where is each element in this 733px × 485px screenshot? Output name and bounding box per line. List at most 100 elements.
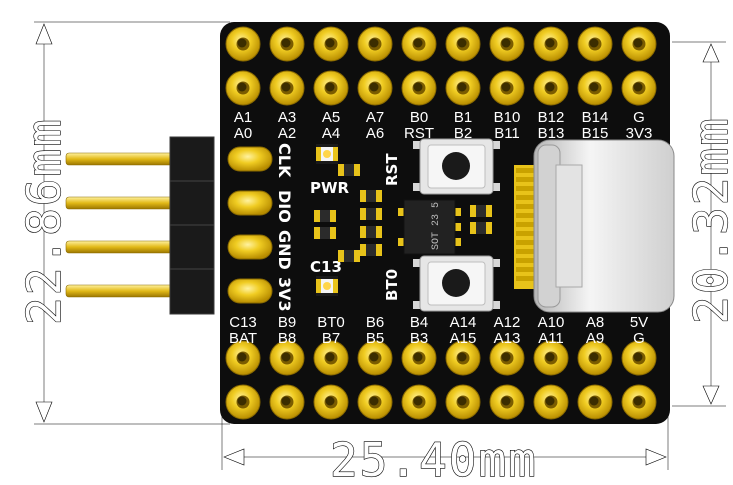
pin-header: [65, 136, 215, 315]
pad: [445, 384, 481, 420]
header-pin: [65, 152, 179, 166]
pad: [577, 26, 613, 62]
pad: [621, 384, 657, 420]
usb-contact: [516, 186, 542, 191]
pin-label: A5: [322, 109, 340, 126]
voltage-regulator: SOT 23 5: [398, 199, 461, 255]
bt0-button[interactable]: [413, 255, 500, 312]
pin-label: B7: [322, 330, 340, 347]
smd-component: [360, 226, 382, 238]
pad: [313, 70, 349, 106]
smd-component: [314, 227, 336, 239]
pin-label: B0: [410, 109, 428, 126]
pin-label: 3V3: [626, 125, 653, 142]
pin-label: A15: [450, 330, 477, 347]
pad: [401, 70, 437, 106]
pad: [357, 26, 393, 62]
pad: [225, 384, 261, 420]
usb-contact: [516, 249, 542, 254]
usb-contact: [516, 177, 542, 182]
pad: [489, 26, 525, 62]
pad: [269, 340, 305, 376]
pad-grid: [225, 26, 657, 420]
pad: [533, 26, 569, 62]
top-pin-labels: A1A0A3A2A5A4A7A6B0RSTB1B2B10B11B12B13B14…: [234, 109, 653, 142]
pin-label: A9: [586, 330, 604, 347]
width-dimension-label: 25.40mm: [330, 433, 538, 485]
pin-label: C13: [229, 314, 257, 331]
pin-label: B8: [278, 330, 296, 347]
pin-label: B5: [366, 330, 384, 347]
pad: [225, 70, 261, 106]
pad: [225, 340, 261, 376]
header-pin-labels: CLK DIO GND 3V3: [275, 143, 294, 312]
pad: [489, 70, 525, 106]
pad: [445, 26, 481, 62]
pad: [357, 340, 393, 376]
smd-passives: [314, 164, 492, 262]
smd-component: [360, 244, 382, 256]
pad: [401, 26, 437, 62]
pin-label: A3: [278, 109, 296, 126]
pad: [313, 26, 349, 62]
smd-component: [314, 210, 336, 222]
usb-contact: [516, 267, 542, 272]
usb-contact: [516, 222, 542, 227]
pin-label: B14: [582, 109, 609, 126]
header-label-gnd: GND: [275, 230, 294, 270]
pin-label: RST: [404, 125, 434, 142]
pin-label: B15: [582, 125, 609, 142]
pad: [445, 340, 481, 376]
pad: [269, 70, 305, 106]
pad: [489, 340, 525, 376]
bt0-label: BT0: [383, 269, 401, 301]
usb-contact: [516, 213, 542, 218]
pin-label: A7: [366, 109, 384, 126]
pad: [269, 26, 305, 62]
header-label-3v3: 3V3: [275, 277, 294, 312]
usb-c-connector: [514, 139, 675, 313]
pad: [445, 70, 481, 106]
pin-label: A14: [450, 314, 477, 331]
bottom-pin-labels: C13BATB9B8BT0B7B6B5B4B3A14A15A12A13A10A1…: [229, 314, 648, 347]
height-dimension: 22.86mm: [16, 20, 230, 425]
rst-label: RST: [383, 153, 401, 186]
header-label-dio: DIO: [275, 190, 294, 223]
pin-label: B1: [454, 109, 472, 126]
header-pad: [227, 146, 273, 172]
header-pad: [227, 278, 273, 304]
pin-label: A11: [538, 330, 564, 347]
header-label-clk: CLK: [275, 143, 294, 178]
pwr-led: [316, 144, 338, 164]
usb-contact: [516, 168, 542, 173]
pin-label: B6: [366, 314, 384, 331]
pad: [401, 384, 437, 420]
smd-component: [338, 250, 360, 262]
rst-button[interactable]: [413, 138, 500, 195]
usb-contact: [516, 240, 542, 245]
smd-component: [338, 164, 360, 176]
usb-contact: [516, 204, 542, 209]
pin-label: 5V: [630, 314, 648, 331]
pad: [225, 26, 261, 62]
pin-label: A10: [538, 314, 565, 331]
pad: [489, 384, 525, 420]
pad: [577, 70, 613, 106]
c13-led: [316, 276, 338, 296]
header-pin: [65, 284, 179, 298]
pad: [621, 340, 657, 376]
smd-component: [470, 222, 492, 234]
pwr-label: PWR: [310, 179, 350, 197]
pad: [269, 384, 305, 420]
pad: [533, 70, 569, 106]
right-dimension-label: 20.32mm: [684, 116, 733, 324]
regulator-marking: SOT 23 5: [431, 202, 442, 250]
pad: [357, 384, 393, 420]
pin-label: BT0: [317, 314, 345, 331]
pin-label: B4: [410, 314, 428, 331]
width-dimension: 25.40mm: [221, 410, 669, 485]
pad: [621, 26, 657, 62]
pad: [621, 70, 657, 106]
pin-label: A8: [586, 314, 604, 331]
